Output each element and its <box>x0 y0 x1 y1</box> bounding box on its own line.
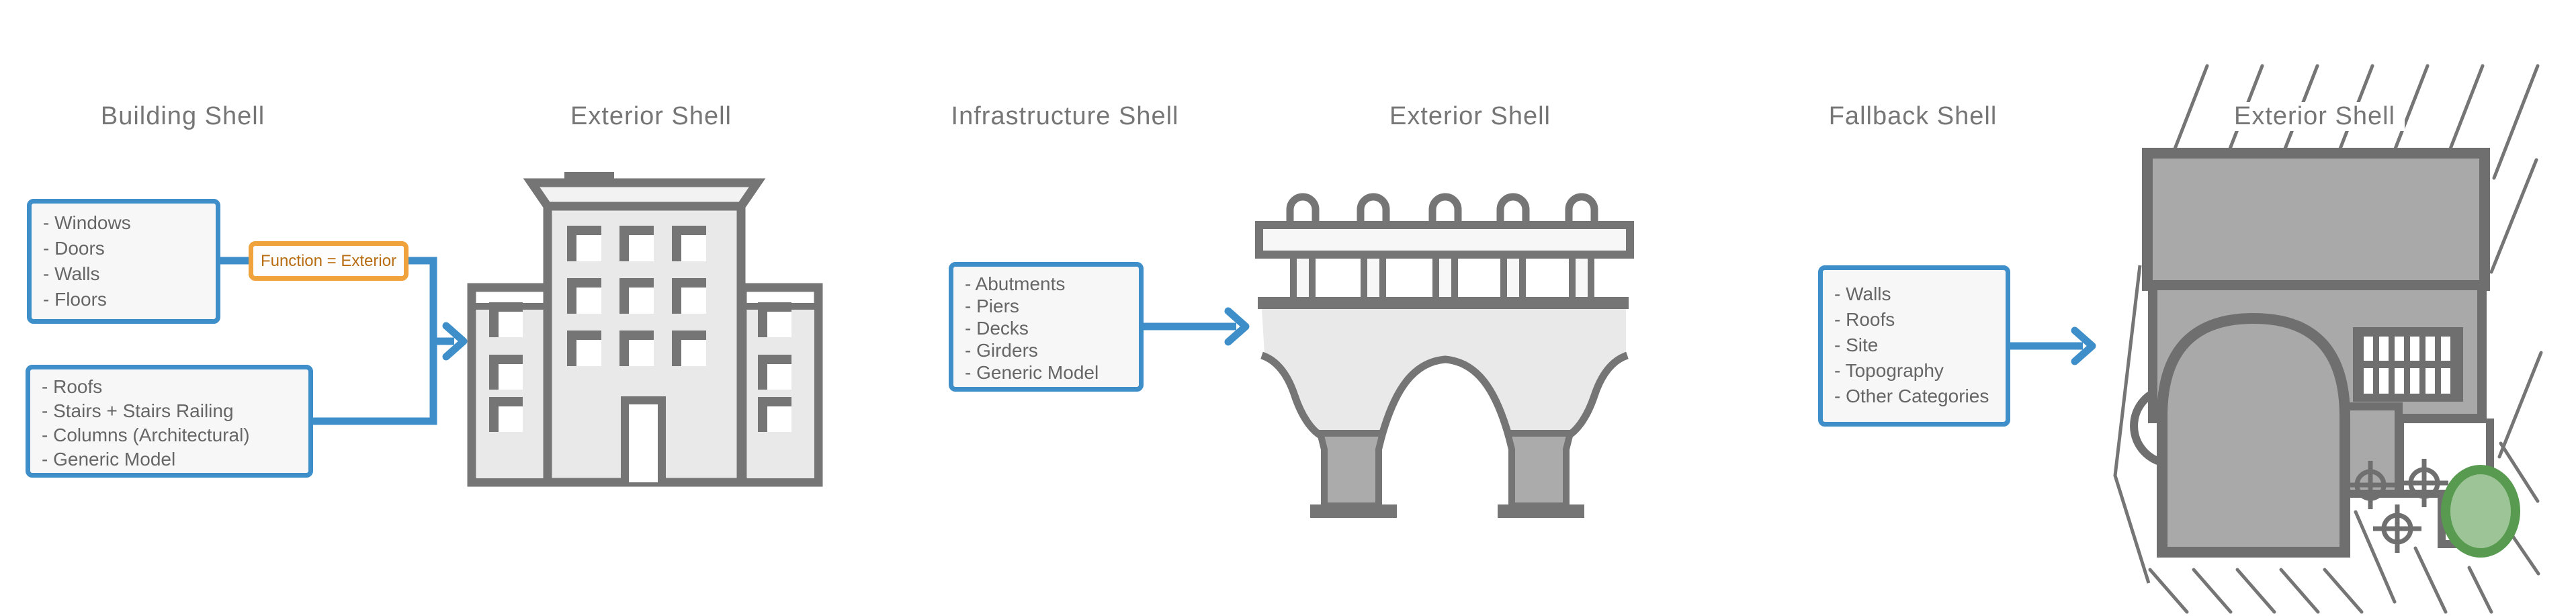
building-icon <box>467 172 823 487</box>
door <box>621 396 666 482</box>
window-grid <box>2353 327 2463 402</box>
category-item: - Roofs <box>1834 309 1895 330</box>
category-item: - Floors <box>43 289 107 310</box>
section-title-building-shell: Building Shell <box>100 102 265 130</box>
arrowhead-bridge <box>1224 307 1250 346</box>
category-box-building-b: - Roofs - Stairs + Stairs Railing - Colu… <box>26 365 313 478</box>
bridge-icon <box>1255 193 1634 518</box>
bridge-piers <box>1316 430 1575 509</box>
survey-crosshair-icon <box>2346 459 2448 553</box>
section-title-infrastructure-shell: Infrastructure Shell <box>951 102 1179 130</box>
plan-dome <box>2157 312 2350 558</box>
result-title-exterior-shell-1: Exterior Shell <box>570 102 732 130</box>
category-item: - Girders <box>965 340 1038 361</box>
category-item: - Stairs + Stairs Railing <box>42 400 234 421</box>
category-item: - Columns (Architectural) <box>42 425 250 445</box>
connector-filter-to-merge <box>313 257 437 425</box>
category-item: - Doors <box>43 238 105 259</box>
result-title-exterior-shell-2: Exterior Shell <box>1389 102 1551 130</box>
wing-windows-right <box>758 302 791 432</box>
category-item: - Generic Model <box>965 362 1099 383</box>
tower-windows <box>567 226 706 366</box>
site-plan-icon <box>2113 64 2543 614</box>
category-item: - Abutments <box>965 273 1066 294</box>
result-title-exterior-shell-3: Exterior Shell <box>2225 102 2405 131</box>
category-item: - Generic Model <box>42 449 176 470</box>
site-boundary-left <box>2113 265 2151 584</box>
category-item: - Other Categories <box>1834 386 1989 406</box>
category-box-fallback: - Walls - Roofs - Site - Topography - Ot… <box>1818 265 2010 427</box>
category-box-building-a: - Windows - Doors - Walls - Floors <box>27 199 220 324</box>
category-item: - Decks <box>965 318 1029 339</box>
tree-icon <box>2441 465 2520 558</box>
category-item: - Windows <box>43 212 131 233</box>
wing-windows-left <box>489 302 523 432</box>
plan-building <box>2142 148 2494 558</box>
category-item: - Walls <box>1834 283 1891 304</box>
category-item: - Roofs <box>42 376 103 397</box>
hatch-lines-bottom <box>2148 441 2540 614</box>
arrowhead-plan <box>2071 326 2096 365</box>
category-item: - Piers <box>965 296 1019 316</box>
category-item: - Topography <box>1834 360 1944 381</box>
section-title-fallback-shell: Fallback Shell <box>1828 102 1998 130</box>
category-item: - Walls <box>43 263 100 284</box>
arrowhead-building <box>442 322 468 361</box>
category-item: - Site <box>1834 335 1879 355</box>
filter-box-function-exterior: Function = Exterior <box>249 241 409 281</box>
filter-label: Function = Exterior <box>260 251 397 270</box>
category-box-infrastructure: - Abutments - Piers - Decks - Girders - … <box>949 262 1144 392</box>
